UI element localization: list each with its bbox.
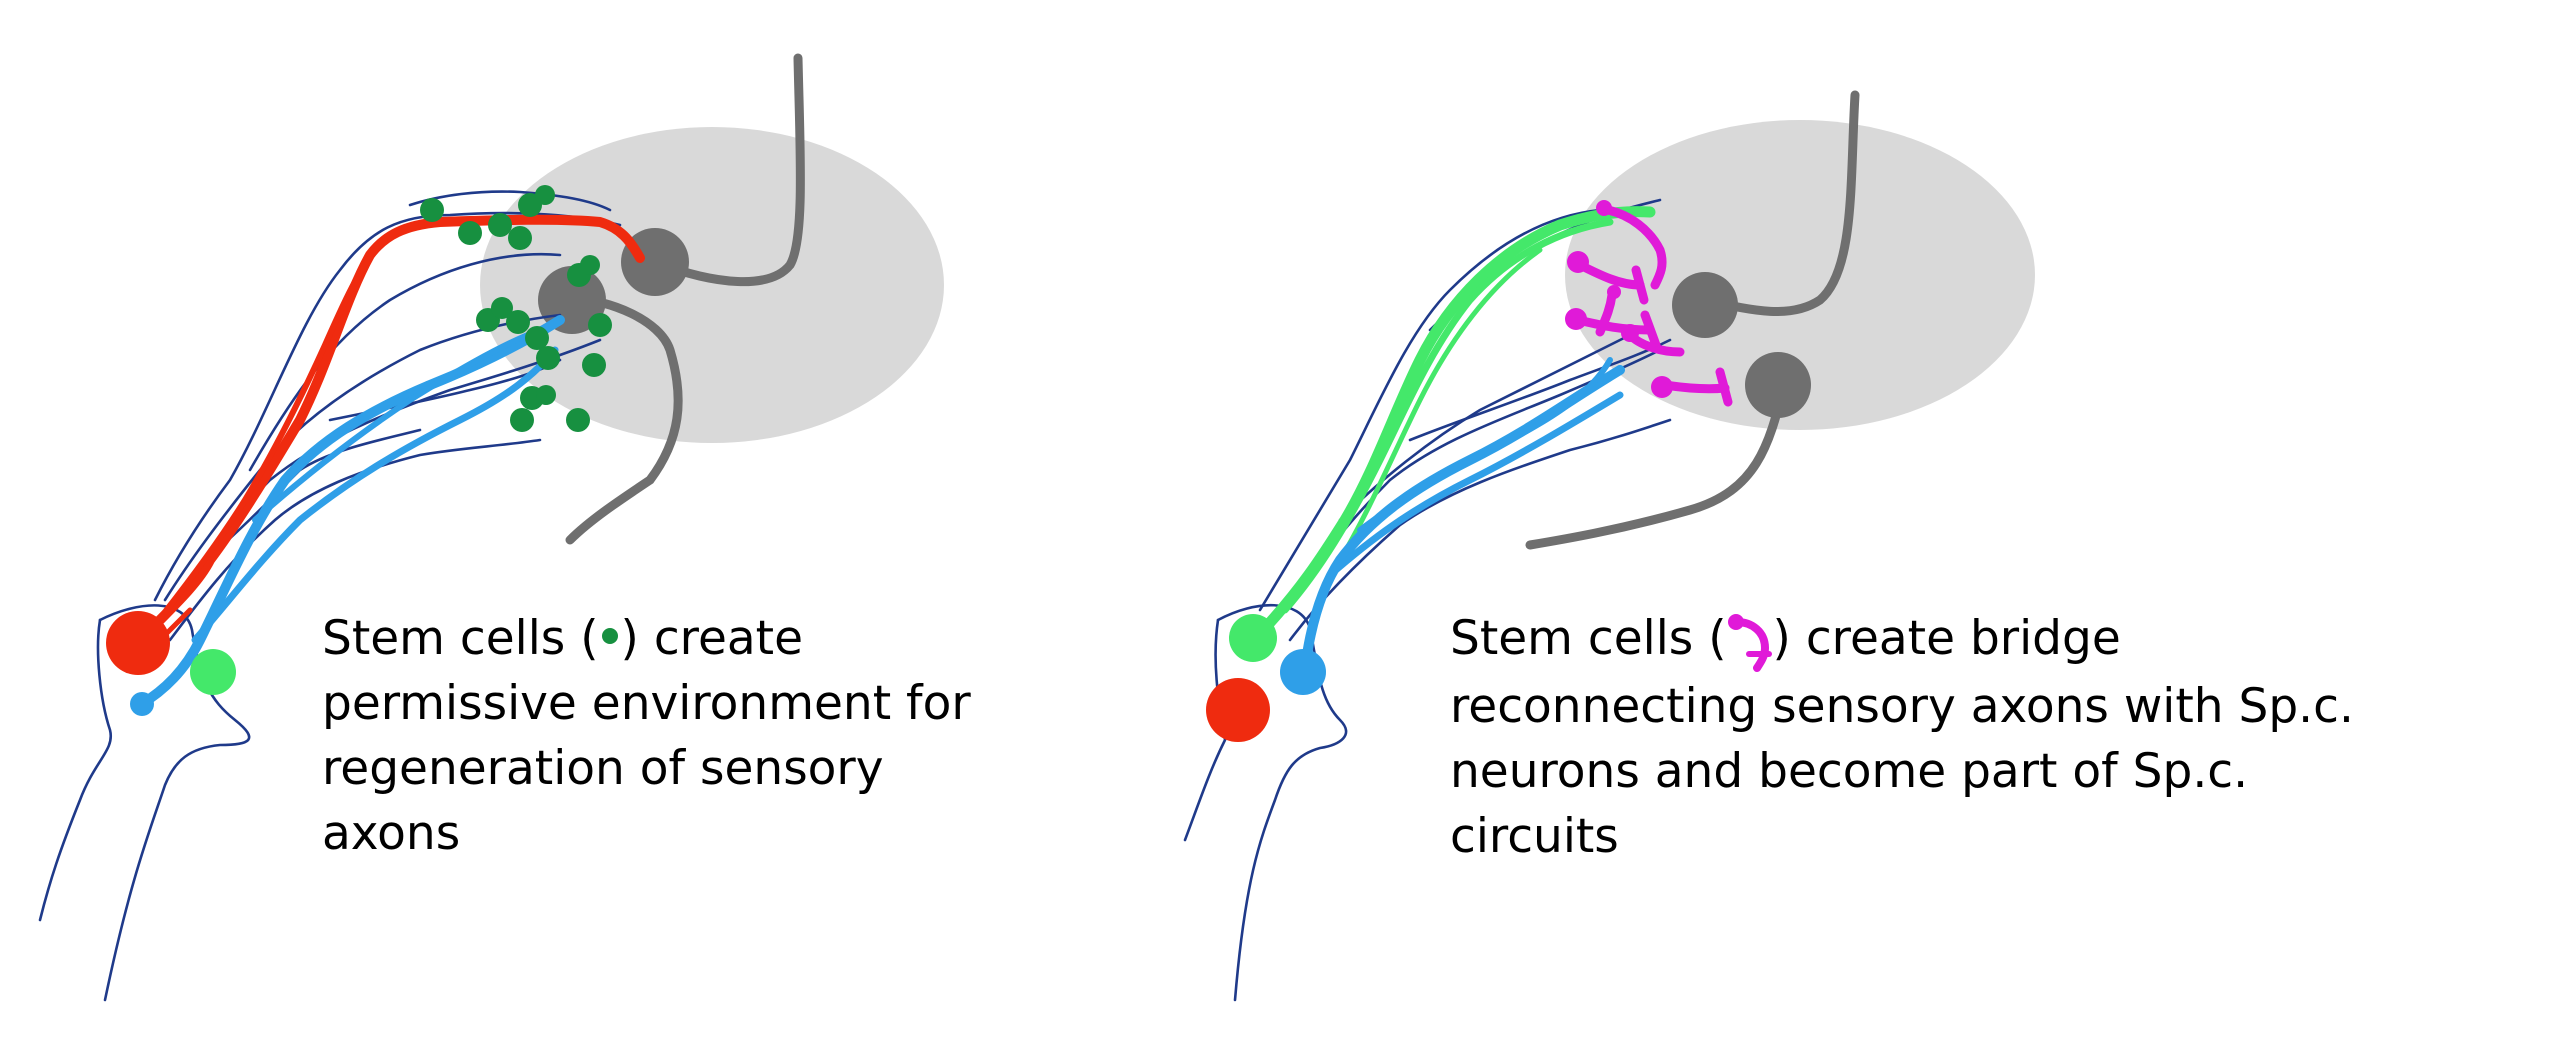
caption-text: axons bbox=[322, 806, 461, 861]
stem-cell-dot bbox=[506, 310, 530, 334]
blue-sensory-axon bbox=[135, 315, 565, 710]
spinal-neuron bbox=[565, 53, 805, 545]
stem-cell-dot bbox=[420, 198, 444, 222]
caption-text: neurons and become part of Sp.c. bbox=[1450, 743, 2249, 799]
stem-cell-dot bbox=[566, 408, 590, 432]
caption-permissive-environment: Stem cells ( ) create permissive environm… bbox=[322, 606, 971, 866]
spinal-neuron-body bbox=[1672, 272, 1738, 338]
green-sensory-neuron bbox=[1229, 614, 1277, 662]
stem-cell-dots bbox=[420, 185, 612, 432]
blue-sensory-neuron bbox=[130, 692, 154, 716]
caption-text: ) create bridge bbox=[1772, 611, 2121, 666]
caption-bridge: Stem cells ( ) create bridge reconnecting… bbox=[1450, 606, 2354, 869]
caption-text: reconnecting sensory axons with Sp.c. bbox=[1450, 678, 2354, 734]
stem-cell-bridge bbox=[1651, 367, 1733, 407]
stem-cell-dot bbox=[458, 221, 482, 245]
stem-cell-dot bbox=[536, 385, 556, 405]
spinal-neuron-body bbox=[621, 228, 689, 296]
stem-cell-dot bbox=[508, 226, 532, 250]
spinal-neuron-body bbox=[1745, 352, 1811, 418]
stem-cell-dot bbox=[491, 297, 513, 319]
spinal-neuron-body bbox=[538, 266, 606, 334]
magenta-cell-icon bbox=[1727, 613, 1772, 672]
stem-cell-dot bbox=[582, 353, 606, 377]
caption-text: permissive environment for bbox=[322, 676, 971, 731]
blue-sensory-axon bbox=[1300, 357, 1625, 673]
red-sensory-neuron bbox=[106, 611, 170, 675]
green-sensory-neuron bbox=[190, 649, 236, 695]
green-sensory-axon bbox=[1259, 206, 1656, 634]
blue-sensory-neuron bbox=[1280, 649, 1326, 695]
caption-text: regeneration of sensory bbox=[322, 741, 884, 796]
stem-cell-bridge bbox=[1596, 200, 1667, 290]
panel-left-permissive bbox=[38, 53, 944, 1002]
green-dot-icon bbox=[601, 627, 618, 644]
caption-text: Stem cells ( bbox=[322, 611, 599, 666]
panel-right-bridge bbox=[1183, 90, 2035, 1002]
caption-text: ) create bbox=[620, 611, 804, 666]
red-sensory-neuron bbox=[1206, 678, 1270, 742]
stem-cell-bridge bbox=[1567, 251, 1649, 305]
stem-cell-dot bbox=[588, 313, 612, 337]
stem-cell-dot bbox=[510, 408, 534, 432]
stem-cell-bridge bbox=[1621, 324, 1685, 357]
stem-cell-bridges bbox=[1565, 200, 1733, 407]
stem-cell-bridge bbox=[1565, 308, 1661, 350]
stem-cell-dot bbox=[535, 185, 555, 205]
stem-cell-dot bbox=[536, 346, 560, 370]
stem-cell-dot bbox=[488, 213, 512, 237]
stem-cell-dot bbox=[525, 326, 549, 350]
caption-text: Stem cells ( bbox=[1450, 611, 1727, 666]
stem-cell-dot bbox=[580, 255, 600, 275]
spinal-neuron bbox=[1525, 90, 1860, 550]
caption-text: circuits bbox=[1450, 808, 1619, 864]
